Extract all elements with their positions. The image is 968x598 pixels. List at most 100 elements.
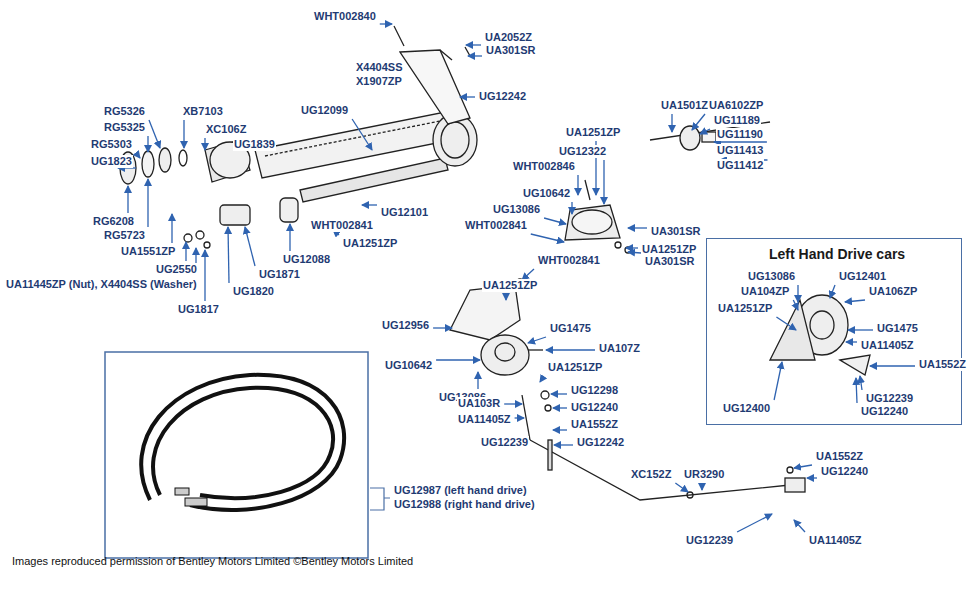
part-number: UG12099 (300, 104, 349, 117)
leader-arrow (171, 214, 172, 243)
part-number: UA301SR (644, 255, 696, 268)
part-number: UG12239 (685, 534, 734, 547)
leader-arrow (793, 300, 798, 310)
part-number: UA1552Z (918, 358, 967, 371)
panel-heading: Left Hand Drive cars (769, 246, 905, 262)
leader-arrow (626, 247, 638, 248)
part-number: WHT002841 (537, 254, 601, 267)
part-number: UA11405Z (457, 413, 512, 426)
part-number: UG12988 (right hand drive) (393, 498, 536, 511)
part-number: UA301SR (650, 225, 702, 238)
leader-arrow (628, 252, 641, 253)
leader-arrow (204, 250, 205, 301)
part-number: UG1871 (258, 268, 301, 281)
leader-arrow (183, 120, 184, 148)
part-number: UA6102ZP (708, 99, 764, 112)
part-number: UG12240 (820, 465, 869, 478)
leader-arrow (528, 337, 546, 343)
copyright-caption: Images reproduced permission of Bentley … (12, 555, 413, 567)
leader-arrow (554, 444, 573, 445)
part-number: UA2052Z (484, 31, 533, 44)
part-number: XC152Z (630, 468, 672, 481)
leader-arrow (830, 285, 835, 298)
leader-arrow (577, 175, 578, 195)
part-number: RG5326 (103, 105, 146, 118)
part-number: UG1475 (549, 322, 592, 335)
part-number: UA1251ZP (565, 126, 621, 139)
leader-arrow (845, 300, 865, 302)
leader-arrow (515, 417, 524, 418)
part-number: UG12322 (558, 145, 607, 158)
leader-arrow (553, 429, 567, 430)
leader-arrow (551, 393, 567, 394)
part-number: RG5325 (103, 121, 146, 134)
leader-arrow (603, 160, 604, 204)
leader-arrow (504, 403, 522, 404)
leader-arrow (362, 204, 377, 205)
part-number: UA1551ZP (120, 245, 176, 258)
part-number: UG13086 (747, 270, 796, 283)
leader-arrow (149, 120, 160, 148)
leader-arrow (245, 227, 255, 266)
part-number: UG1823 (90, 155, 133, 168)
leader-arrow (436, 359, 480, 360)
part-number: WHT002841 (310, 219, 374, 232)
part-number: UG12239 (865, 392, 914, 405)
leader-arrow (846, 341, 857, 342)
leader-arrow (870, 365, 915, 366)
leader-arrow (700, 129, 710, 134)
part-number: UG12101 (380, 206, 429, 219)
part-number: UG11412 (716, 159, 764, 172)
leader-arrow (692, 114, 705, 130)
part-number: UG12240 (570, 401, 619, 414)
part-number: UG1820 (232, 285, 275, 298)
leader-arrow (147, 136, 148, 152)
part-number: UA104ZP (740, 285, 790, 298)
part-number: UA1552Z (570, 418, 619, 431)
leader-arrow (380, 23, 392, 24)
leader-arrow (774, 362, 782, 400)
part-number: UG12298 (570, 384, 619, 397)
leader-arrow (714, 141, 767, 142)
part-number: UG12400 (722, 402, 771, 415)
part-number: UA1251ZP (717, 302, 773, 315)
part-number: WHT002841 (464, 219, 528, 232)
leader-arrow (433, 327, 452, 328)
part-number: UG1817 (177, 303, 220, 316)
part-number: X4404SS (355, 61, 403, 74)
part-number: UR3290 (683, 468, 725, 481)
part-number: WHT002846 (512, 160, 576, 173)
leader-arrow (540, 376, 544, 382)
part-number: UA1552Z (815, 450, 864, 463)
part-number: UG12987 (left hand drive) (393, 484, 528, 497)
part-number: UA11445ZP (Nut), X4404SS (Washer) (5, 278, 198, 291)
leader-arrow (546, 349, 595, 350)
leader-arrow (794, 520, 805, 532)
part-number: UG12956 (381, 319, 430, 332)
part-number: UG10642 (522, 187, 571, 200)
part-number: XC106Z (205, 123, 247, 136)
leader-arrow (460, 96, 475, 97)
leader-arrow (860, 376, 862, 390)
leader-arrow (776, 317, 796, 330)
leader-arrow (701, 483, 702, 490)
part-number: UG12088 (282, 253, 331, 266)
part-number: UA1251ZP (547, 361, 603, 374)
part-number: UG1839 (233, 138, 276, 151)
part-number: UA11405Z (808, 534, 863, 547)
leader-arrow (505, 294, 506, 300)
leader-arrow (571, 202, 572, 214)
leader-arrow (856, 378, 857, 403)
part-number: UG12242 (478, 90, 527, 103)
leader-arrow (544, 218, 566, 224)
part-number: WHT002840 (313, 10, 377, 23)
leader-arrow (737, 514, 772, 532)
part-number: RG5723 (103, 229, 146, 242)
leader-arrow (675, 483, 688, 492)
part-number: RG5303 (90, 138, 133, 151)
leader-arrow (127, 186, 128, 213)
leader-arrow (628, 227, 647, 228)
leader-arrow (797, 285, 798, 302)
part-number: UG11189 (713, 114, 761, 127)
part-number: UA1251ZP (342, 237, 398, 250)
